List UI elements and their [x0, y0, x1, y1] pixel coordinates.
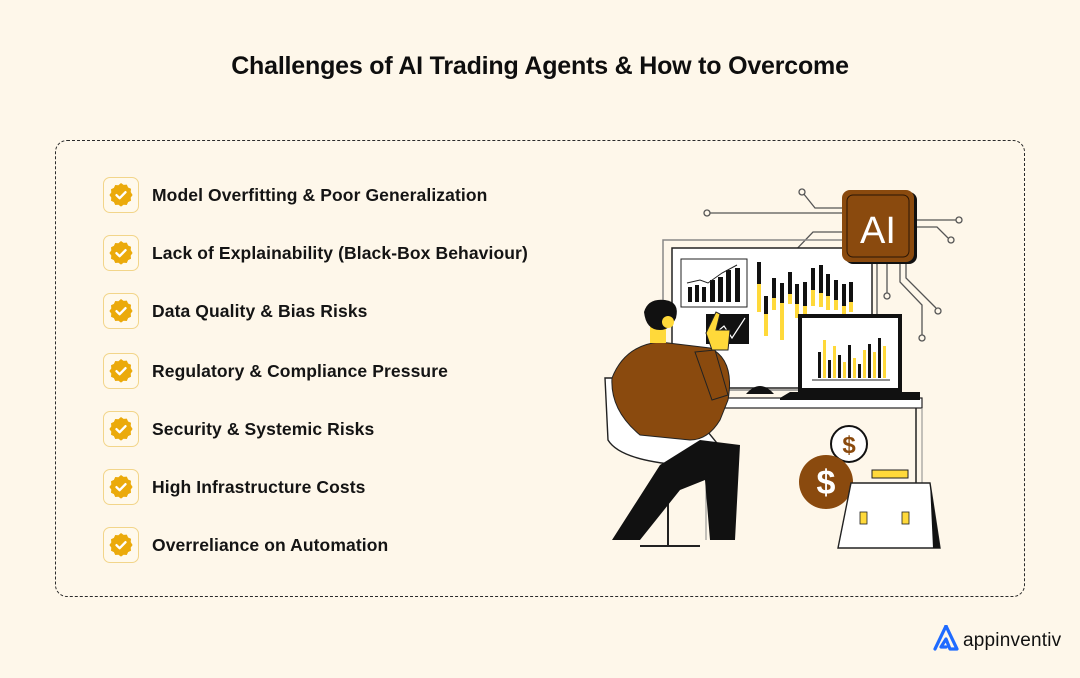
brand-logo: appinventiv — [933, 624, 1062, 656]
svg-text:$: $ — [842, 432, 856, 459]
svg-text:AI: AI — [860, 210, 896, 252]
appinventiv-logo-icon — [933, 624, 959, 656]
challenge-label: Overreliance on Automation — [152, 534, 389, 555]
challenge-label: Lack of Explainability (Black-Box Behavi… — [152, 242, 528, 263]
svg-text:$: $ — [817, 464, 836, 502]
dollar-coin-icon: $ $ — [799, 425, 868, 509]
list-item: Overreliance on Automation — [103, 527, 388, 563]
ai-chip-icon: AI — [842, 190, 917, 264]
check-badge-icon — [103, 527, 139, 563]
challenge-label: Data Quality & Bias Risks — [152, 300, 368, 321]
check-badge-icon — [103, 411, 139, 447]
trader-illustration: AI — [590, 180, 980, 560]
list-item: High Infrastructure Costs — [103, 469, 366, 505]
briefcase-icon — [837, 469, 941, 549]
list-item: Model Overfitting & Poor Generalization — [103, 177, 487, 213]
check-badge-icon — [103, 177, 139, 213]
page-title: Challenges of AI Trading Agents & How to… — [231, 52, 849, 80]
check-badge-icon — [103, 235, 139, 271]
brand-name: appinventiv — [963, 629, 1062, 651]
challenge-label: Model Overfitting & Poor Generalization — [152, 184, 488, 205]
challenge-label: Regulatory & Compliance Pressure — [152, 360, 448, 381]
list-item: Data Quality & Bias Risks — [103, 293, 368, 329]
list-item: Security & Systemic Risks — [103, 411, 374, 447]
check-badge-icon — [103, 353, 139, 389]
check-badge-icon — [103, 293, 139, 329]
challenge-label: High Infrastructure Costs — [152, 476, 366, 497]
check-badge-icon — [103, 469, 139, 505]
challenge-label: Security & Systemic Risks — [152, 418, 375, 439]
list-item: Lack of Explainability (Black-Box Behavi… — [103, 235, 528, 271]
list-item: Regulatory & Compliance Pressure — [103, 353, 448, 389]
